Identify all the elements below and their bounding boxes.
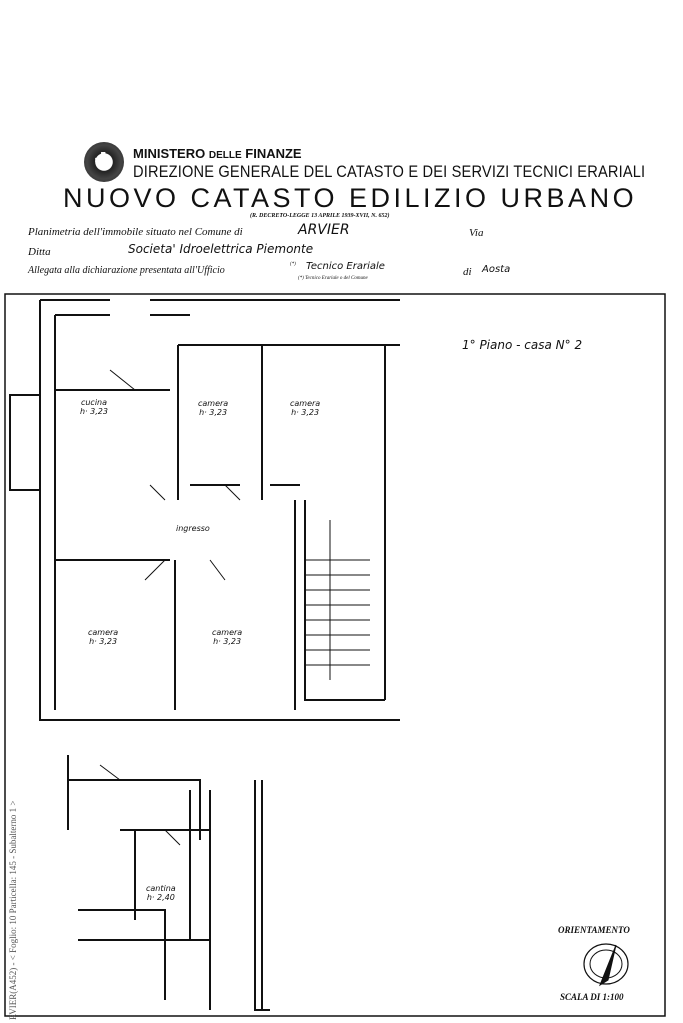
orientation-label: ORIENTAMENTO [558, 925, 630, 935]
ditta-label: Ditta [28, 246, 51, 258]
allegata-label: Allegata alla dichiarazione presentata a… [28, 265, 225, 276]
document-title: NUOVO CATASTO EDILIZIO URBANO [63, 183, 638, 213]
ditta-value: Societa' Idroelettrica Piemonte [128, 242, 314, 256]
decree-reference: (R. DECRETO-LEGGE 13 APRILE 1939-XVII, N… [250, 213, 390, 219]
comune-value: ARVIER [298, 222, 350, 238]
di-label: di [463, 266, 472, 278]
room-ingresso: ingresso [176, 524, 210, 533]
citta-value: Aosta [482, 264, 511, 275]
cadastral-reference: RVIER(A452) - < Foglio: 10 Particella: 1… [8, 800, 18, 1020]
walls [9, 299, 400, 1011]
footnote: (*) Tecnico Erariale o del Comune [298, 276, 368, 281]
door-swings [99, 369, 241, 846]
ufficio-value: Tecnico Erariale [306, 261, 385, 272]
ministry-heading: MINISTERO DELLE FINANZE [133, 146, 302, 161]
directorate-heading: DIREZIONE GENERALE DEL CATASTO E DEI SER… [133, 162, 646, 181]
floor-label: 1° Piano - casa N° 2 [462, 338, 583, 352]
planimetria-label: Planimetria dell'immobile situato nel Co… [28, 226, 243, 238]
via-label: Via [469, 227, 484, 239]
plan-frame [4, 293, 666, 1017]
state-seal-icon [84, 142, 124, 182]
scale-label: SCALA DI 1:100 [560, 992, 624, 1002]
north-arrow-icon [583, 943, 629, 987]
footnote-mark: (*) [290, 262, 296, 267]
stairs [305, 520, 370, 680]
